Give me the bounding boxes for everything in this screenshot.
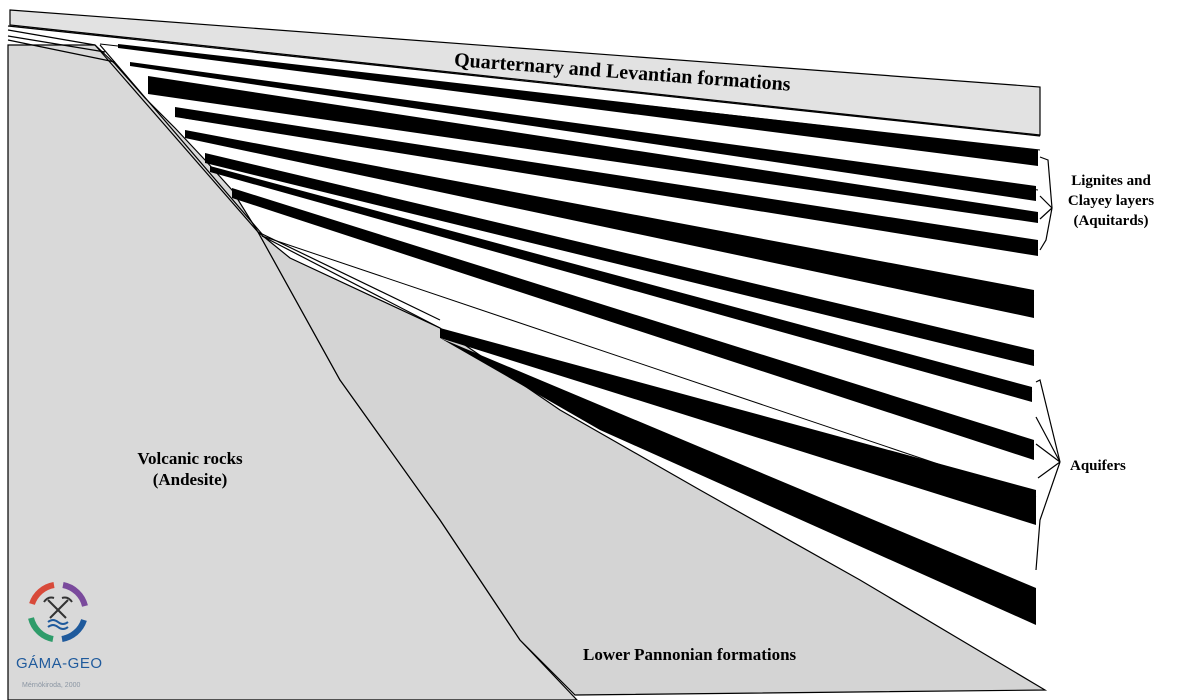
lignite-layer — [232, 188, 1034, 460]
lignites-label-line3: (Aquitards) — [1073, 213, 1149, 229]
lignite-layer — [440, 338, 1036, 625]
logo-name: GÁMA-GEO — [16, 655, 103, 672]
logo-arc-purple — [62, 582, 88, 607]
logo-subtitle: Mérnökiroda, 2000 — [22, 682, 81, 689]
lignites-label-line2: Clayey layers — [1067, 193, 1155, 209]
lignite-layers — [118, 44, 1038, 625]
lignite-layer — [130, 62, 1036, 201]
hammer-pick-icon — [43, 596, 73, 619]
quaternary-levantian-layer — [9, 9, 1041, 136]
lignite-layer — [205, 153, 1034, 366]
lignite-layer — [175, 107, 1038, 256]
logo-arc-red — [29, 582, 55, 606]
company-logo — [28, 582, 88, 642]
lignites-label: Lignites and Clayey layers (Aquitards) — [1046, 171, 1176, 231]
lignite-layer — [118, 44, 1038, 166]
water-waves-icon — [47, 619, 69, 630]
logo-arc-green — [28, 617, 54, 642]
lignite-layer — [440, 328, 1036, 525]
volcanic-rocks-label: Volcanic rocks (Andesite) — [85, 448, 295, 490]
volcanic-rocks-body — [7, 44, 578, 700]
logo-arc-blue — [61, 618, 87, 642]
lignite-layer — [210, 166, 1032, 402]
volcanic-label-line1: Volcanic rocks — [137, 449, 243, 468]
contact-lines — [7, 29, 441, 329]
lignites-label-line1: Lignites and — [1071, 173, 1151, 189]
lignite-layer — [148, 76, 1038, 223]
layer-boundaries — [99, 43, 1041, 498]
volcanic-label-line2: (Andesite) — [152, 470, 228, 489]
aquifers-bracket — [1035, 379, 1061, 571]
aquifers-label: Aquifers — [1070, 458, 1126, 474]
lower-pannonian-body — [257, 231, 1048, 696]
lignites-bracket — [1039, 156, 1053, 251]
lower-pannonian-label: Lower Pannonian formations — [583, 645, 797, 664]
